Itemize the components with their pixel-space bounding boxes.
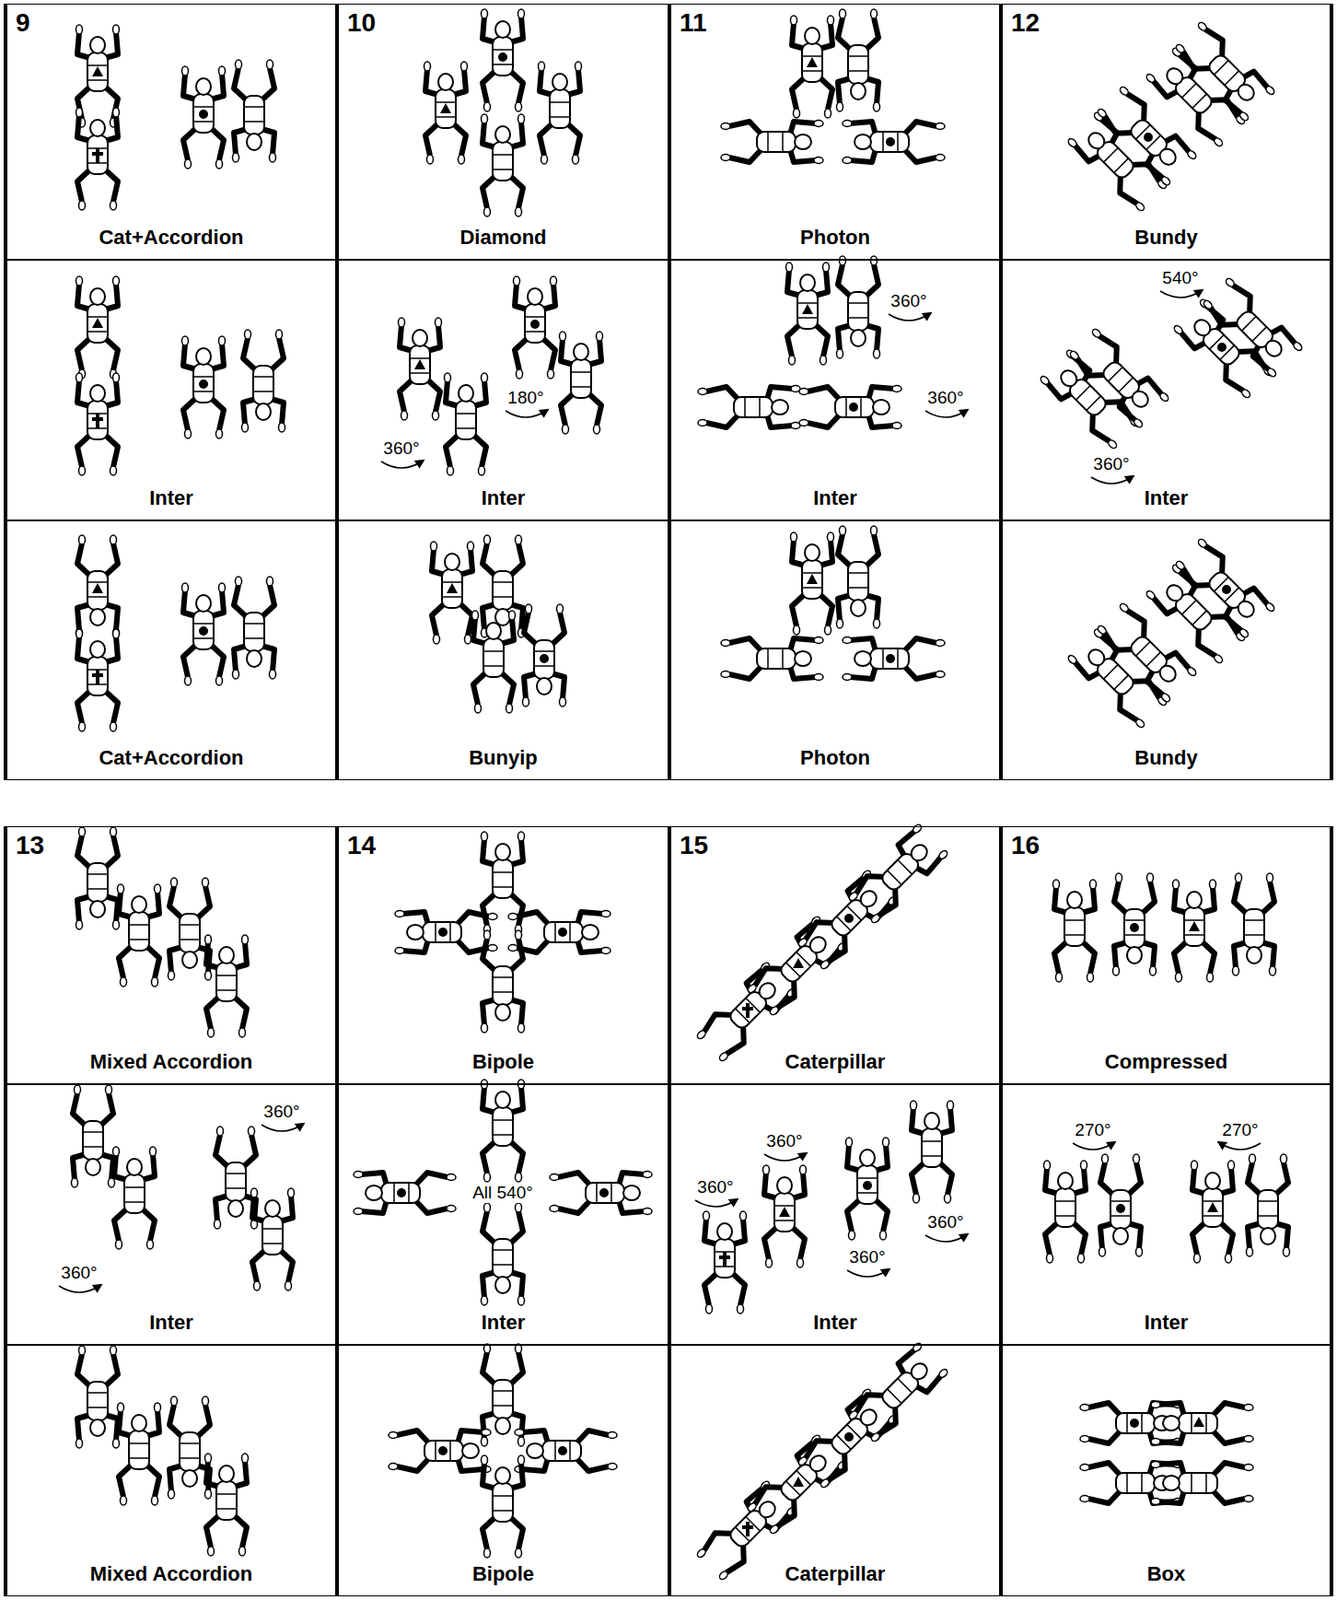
formation-name: Inter [337, 486, 669, 511]
formation-name: Inter [670, 1310, 1000, 1335]
formation-panel: Inter [337, 259, 670, 521]
dive-number: 12 [1011, 8, 1040, 38]
rotation-label: 360° [58, 1262, 99, 1283]
formation-panel: Inter [5, 259, 338, 521]
dive-number: 14 [347, 830, 376, 861]
formation [697, 255, 902, 430]
formation-name: Diamond [337, 225, 669, 250]
formation-name: Box [1001, 1561, 1331, 1586]
formation-panel: Inter [1000, 1083, 1332, 1345]
dive-number: 16 [1011, 830, 1040, 861]
formation [388, 1343, 617, 1558]
dive-number: 13 [15, 830, 45, 861]
formation-panel: Box [1000, 1344, 1332, 1596]
formation-panel: Cat+Accordion [5, 520, 338, 780]
rotation-arrow [58, 290, 1261, 1292]
formation-name: Bunyip [337, 745, 669, 770]
formation-name: Compressed [1001, 1049, 1331, 1074]
dive-number: 15 [679, 830, 709, 861]
dive-number: 9 [15, 8, 31, 38]
formation-panel: 14Bipole [337, 825, 670, 1084]
formation [76, 1345, 249, 1556]
formation-panel: 13Mixed Accordion [5, 825, 338, 1084]
formation-name: Inter [1001, 486, 1331, 511]
formation-name: Photon [670, 225, 1000, 250]
formation-panel: Caterpillar [669, 1344, 1001, 1596]
formation-name: Inter [1001, 1310, 1331, 1335]
formation [71, 1084, 295, 1291]
rotation-label: 360° [925, 1211, 965, 1233]
formation-name: Inter [337, 1310, 669, 1335]
formation [76, 826, 249, 1037]
formation-panel: 10Diamond [337, 3, 670, 260]
formation [398, 276, 604, 476]
formation-name: Inter [670, 486, 1000, 511]
formation [694, 823, 950, 1065]
formation [1044, 1153, 1291, 1263]
rotation-label: 360° [764, 1130, 804, 1151]
formation [395, 831, 611, 1033]
formation-name: Caterpillar [670, 1561, 1000, 1586]
formation [1039, 275, 1304, 453]
rotation-label: 360° [695, 1176, 735, 1198]
rotation-label: 360° [261, 1101, 302, 1122]
rotation-label: 360° [381, 438, 421, 459]
formation-name: Bundy [1001, 225, 1331, 250]
formation-name: Cat+Accordion [6, 225, 337, 250]
formation-panel: Bipole [337, 1344, 670, 1596]
formation-panel: 9Cat+Accordion [5, 3, 338, 260]
formation-panel: Inter [1000, 259, 1332, 521]
formation [720, 525, 945, 681]
formation-name: Mixed Accordion [6, 1049, 337, 1074]
rotation-label: 360° [888, 290, 929, 312]
dive-number: 11 [679, 8, 708, 38]
formation [1053, 872, 1277, 982]
formation [1067, 535, 1277, 732]
formation-name: Caterpillar [670, 1049, 1000, 1074]
rotation-label: 540° [1160, 267, 1200, 289]
rotation-label: 180° [505, 387, 546, 408]
formation [1080, 1401, 1254, 1505]
formation [353, 1079, 652, 1305]
formation-panel: 11Photon [669, 3, 1001, 260]
formation-panel: 15Caterpillar [669, 825, 1001, 1084]
formation [694, 1341, 950, 1583]
formation-panel: 12Bundy [1000, 3, 1332, 260]
dive-number: 10 [347, 8, 376, 38]
formation [424, 9, 582, 217]
formation [1067, 19, 1277, 215]
column-divider [5, 3, 1332, 1596]
formation [703, 1100, 954, 1314]
formation-panel: Bunyip [337, 520, 670, 780]
formation [76, 276, 286, 476]
formation [76, 24, 277, 210]
formation-panel: Bundy [1000, 520, 1332, 780]
rotation-label: All 540° [470, 1182, 535, 1203]
formation-name: Mixed Accordion [6, 1561, 337, 1586]
formation-name: Bipole [337, 1049, 669, 1074]
formation-name: Bundy [1001, 745, 1331, 770]
formation-name: Photon [670, 745, 1000, 770]
rotation-label: 270° [1220, 1119, 1260, 1140]
formation [720, 9, 945, 164]
formation-name: Cat+Accordion [6, 745, 337, 770]
formation-panel: Photon [669, 520, 1001, 780]
rotation-label: 360° [847, 1246, 887, 1268]
rotation-label: 360° [1091, 453, 1131, 475]
formation-panel: Inter [337, 1083, 670, 1345]
formation-name: Inter [6, 1310, 337, 1335]
formation-name: Inter [6, 486, 337, 511]
rotation-label: 360° [925, 387, 965, 408]
formation-name: Bipole [337, 1561, 669, 1586]
formation-panel: Mixed Accordion [5, 1344, 338, 1596]
formation-panel: Inter [5, 1083, 338, 1345]
formation-panel: 16Compressed [1000, 825, 1332, 1084]
formation [430, 534, 567, 713]
rotation-label: 270° [1072, 1119, 1113, 1140]
formation [76, 534, 277, 732]
